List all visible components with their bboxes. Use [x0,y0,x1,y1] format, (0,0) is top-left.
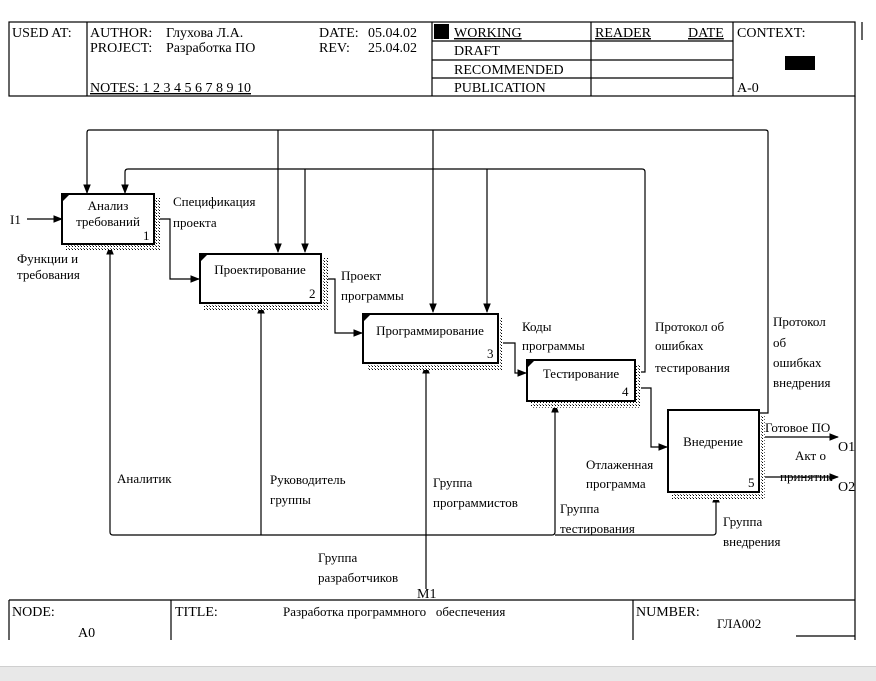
reader-label: READER [595,26,652,41]
rev-value: 25.04.02 [368,41,417,56]
box-3-number: 3 [487,346,494,361]
box-2-line-1: Проектирование [214,262,306,277]
label-act-1: Акт о [795,448,826,463]
arrow-debugged [635,387,668,451]
label-codes-2: программы [522,338,585,353]
label-developers-2: разработчиков [318,570,398,585]
label-input-name-2: требования [17,267,80,282]
author-value: Глухова Л.А. [166,26,243,41]
label-m1: M1 [417,587,436,602]
label-testers-2: тестирования [560,521,635,536]
label-input-name-1: Функции и [17,251,78,266]
box-3-line-1: Программирование [376,323,484,338]
activity-box-1[interactable]: Анализ требований 1 [61,193,160,250]
context-thumbnail [785,56,815,70]
box-1-line-2: требований [76,214,140,229]
label-o1: O1 [838,440,855,455]
arrow-codes [498,342,527,377]
working-marker [434,24,449,39]
diagram-title: Разработка программного обеспечения [283,604,505,619]
box-4-number: 4 [622,384,629,399]
node-value: A0 [78,626,95,641]
box-1-number: 1 [143,228,150,243]
arrow-test-log [121,168,646,373]
project-label: PROJECT: [90,41,152,56]
status-publication: PUBLICATION [454,81,546,96]
reader-date-label: DATE [688,26,724,41]
context-node: A-0 [737,81,759,96]
label-spec-2: проекта [173,215,217,230]
label-deploy-log-3: ошибках [773,355,822,370]
label-debugged-1: Отлаженная [586,457,653,472]
box-2-number: 2 [309,286,316,301]
used-at-label: USED AT: [12,26,72,41]
label-test-log-1: Протокол об [655,319,724,334]
header-text: USED AT: AUTHOR: Глухова Л.А. PROJECT: Р… [12,26,806,96]
label-i1: I1 [10,212,21,227]
label-programmers-1: Группа [433,475,472,490]
label-codes-1: Коды [522,319,552,334]
label-programmers-2: программистов [433,495,518,510]
notes-label: NOTES: 1 2 3 4 5 6 7 8 9 10 [90,81,251,96]
label-deploy-log-4: внедрения [773,375,830,390]
label-deploy-log-2: об [773,335,787,350]
project-value: Разработка ПО [166,41,255,56]
box-4-line-1: Тестирование [543,366,620,381]
status-recommended: RECOMMENDED [454,63,564,78]
label-ready: Готовое ПО [765,420,830,435]
number-value: ГЛА002 [717,616,761,631]
status-draft: DRAFT [454,44,500,59]
node-label: NODE: [12,605,55,620]
box-5-number: 5 [748,475,755,490]
box-5-line-1: Внедрение [683,434,743,449]
activity-box-2[interactable]: Проектирование 2 [199,253,328,310]
date-value: 05.04.02 [368,26,417,41]
label-project-1: Проект [341,268,381,283]
arrow-deploy-log [83,129,769,414]
label-test-log-3: тестирования [655,360,730,375]
arrows [27,129,839,589]
label-lead-1: Руководитель [270,472,346,487]
label-developers-1: Группа [318,550,357,565]
arrow-testers [426,403,559,536]
label-deployers-2: внедрения [723,534,780,549]
header-frame [8,21,856,97]
activity-box-4[interactable]: Тестирование 4 [526,359,641,408]
title-label: TITLE: [175,605,218,620]
label-analyst: Аналитик [117,471,172,486]
arrow-spec [154,218,200,283]
label-debugged-2: программа [586,476,646,491]
rev-label: REV: [319,41,350,56]
number-label: NUMBER: [636,605,700,620]
label-spec-1: Спецификация [173,194,255,209]
label-project-2: программы [341,288,404,303]
date-label: DATE: [319,26,359,41]
box-1-line-1: Анализ [88,198,129,213]
label-act-2: принятии [780,469,833,484]
arrow-labels: I1 Функции и требования Спецификация про… [10,194,855,602]
label-deployers-1: Группа [723,514,762,529]
label-lead-2: группы [270,492,311,507]
footer-text: NODE: A0 TITLE: Разработка программного … [12,604,761,641]
activity-box-3[interactable]: Программирование 3 [362,313,503,370]
window-bottom-strip [0,666,876,681]
label-deploy-log-1: Протокол [773,314,826,329]
author-label: AUTHOR: [90,26,152,41]
label-testers-1: Группа [560,501,599,516]
arrow-deployers [555,493,720,536]
status-working: WORKING [454,26,522,41]
label-o2: O2 [838,480,855,495]
label-test-log-2: ошибках [655,338,704,353]
context-label: CONTEXT: [737,26,806,41]
activity-box-5[interactable]: Внедрение 5 [667,409,765,500]
arrow-analyst [106,245,426,536]
footer-frame [8,599,856,640]
